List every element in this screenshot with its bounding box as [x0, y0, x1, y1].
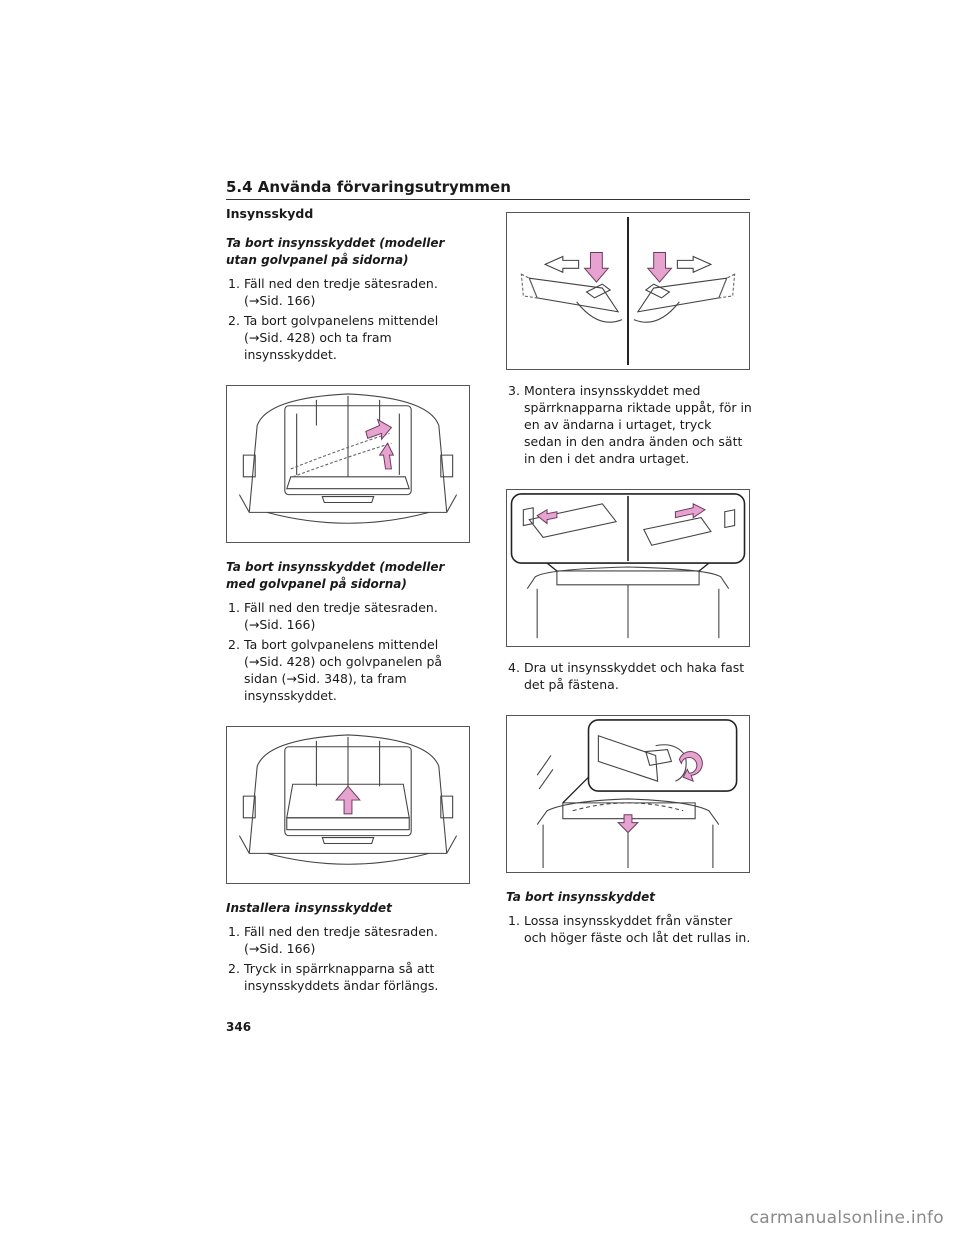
heading-remove-without-side-panel: Ta bort insynsskyddet (modeller utan gol…: [226, 236, 445, 267]
lock-button-illustration: [520, 216, 736, 366]
heading-remove-with-side-panel: Ta bort insynsskyddet (modeller med golv…: [226, 560, 445, 591]
list-item: 4.Dra ut insynsskyddet och haka fast det…: [508, 660, 745, 692]
illustration-trunk-side-panel: [226, 726, 470, 884]
heading-remove-cover: Ta bort insynsskyddet: [506, 890, 656, 904]
watermark: carmanualsonline.info: [749, 1208, 944, 1228]
heading-install: Installera insynsskyddet: [226, 901, 392, 915]
page-number: 346: [226, 1020, 252, 1034]
steps-block4: 1.Lossa insynsskyddet från vänster och h…: [506, 912, 752, 946]
install-illustration: [510, 493, 746, 639]
list-item: 1.Fäll ned den tredje sätesraden. (→Sid.…: [228, 924, 438, 956]
illustration-install-ends: [506, 489, 750, 647]
list-item: 1.Fäll ned den tredje sätesraden. (→Sid.…: [228, 276, 438, 308]
list-item: 1.Lossa insynsskyddet från vänster och h…: [508, 913, 751, 945]
steps-block3: 1.Fäll ned den tredje sätesraden. (→Sid.…: [226, 923, 472, 994]
list-item: 1.Fäll ned den tredje sätesraden. (→Sid.…: [228, 600, 438, 632]
list-item: 2.Ta bort golvpanelens mittendel (→Sid. …: [228, 637, 443, 703]
steps-block1: 1.Fäll ned den tredje sätesraden. (→Sid.…: [226, 275, 472, 363]
steps-step4: 4.Dra ut insynsskyddet och haka fast det…: [506, 659, 752, 693]
list-item: 2.Ta bort golvpanelens mittendel (→Sid. …: [228, 313, 439, 362]
illustration-lock-buttons: [506, 212, 750, 370]
trunk-illustration-1: [238, 393, 458, 524]
right-column: 3.Montera insynsskyddet med spärrknappar…: [506, 212, 752, 949]
steps-block2: 1.Fäll ned den tredje sätesraden. (→Sid.…: [226, 599, 472, 704]
section-header: 5.4 Använda förvaringsutrymmen: [226, 178, 750, 200]
illustration-hook-brackets: [506, 715, 750, 873]
hook-illustration: [536, 719, 738, 869]
steps-step3: 3.Montera insynsskyddet med spärrknappar…: [506, 382, 752, 467]
left-column: Insynsskydd Ta bort insynsskyddet (model…: [226, 206, 472, 997]
page-title: Insynsskydd: [226, 206, 314, 221]
list-item: 3.Montera insynsskyddet med spärrknappar…: [508, 383, 752, 466]
illustration-trunk-cover-lift: [226, 385, 470, 543]
trunk-illustration-2: [238, 734, 458, 865]
list-item: 2.Tryck in spärrknapparna så att insynss…: [228, 961, 439, 993]
